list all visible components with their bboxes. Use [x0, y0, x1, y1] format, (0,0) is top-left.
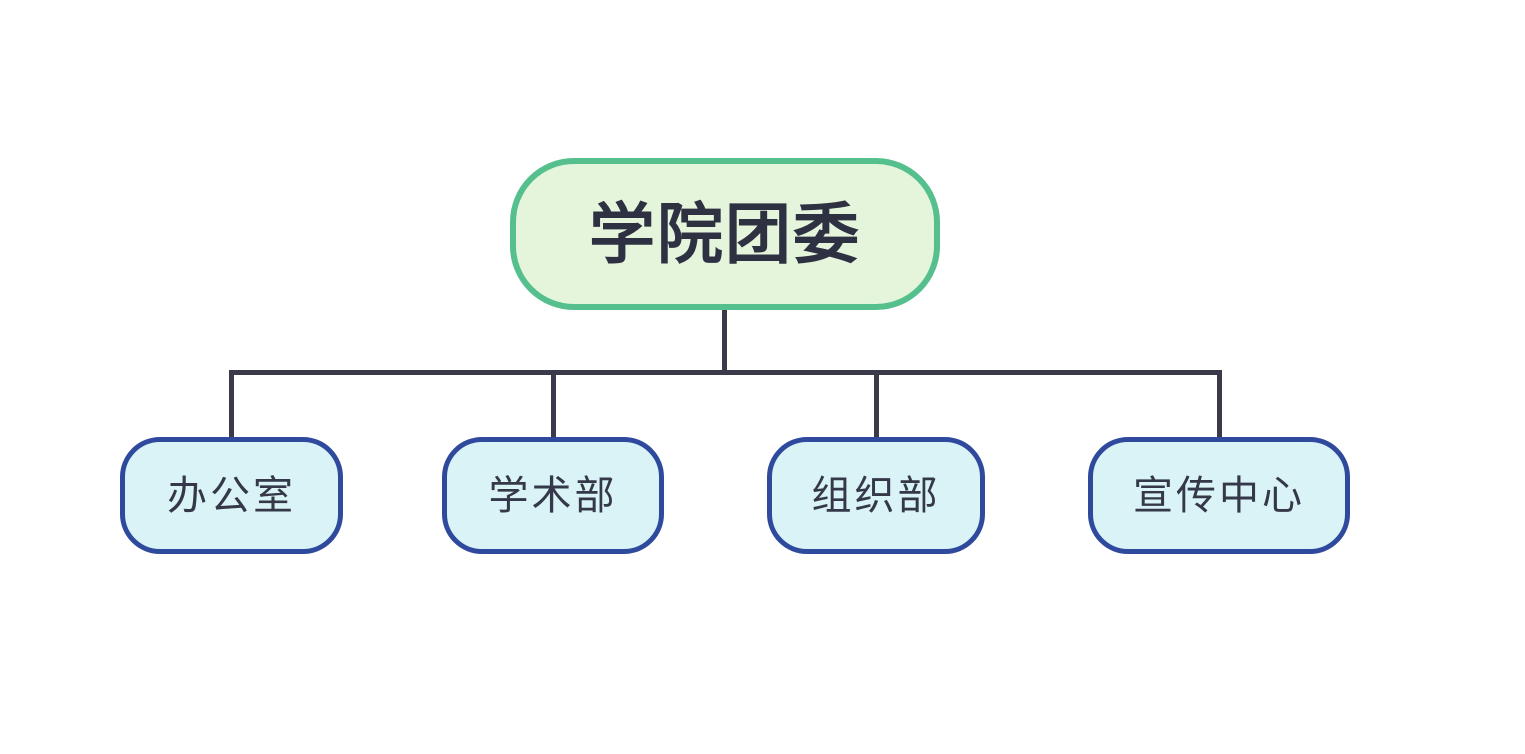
child-node-academic-label: 学术部 [488, 472, 618, 519]
connector-drop-organization [874, 373, 879, 439]
child-node-office[interactable]: 办公室 [120, 437, 343, 554]
child-node-publicity-label: 宣传中心 [1133, 472, 1305, 519]
child-node-office-label: 办公室 [167, 472, 296, 519]
connector-root-stem [722, 308, 727, 372]
connector-drop-publicity [1217, 373, 1222, 439]
root-node-label: 学院团委 [589, 195, 861, 273]
root-node[interactable]: 学院团委 [510, 158, 940, 310]
connector-drop-academic [551, 373, 556, 439]
child-node-organization[interactable]: 组织部 [767, 437, 985, 554]
child-node-academic[interactable]: 学术部 [442, 437, 664, 554]
connector-drop-office [229, 373, 234, 439]
child-node-organization-label: 组织部 [811, 472, 941, 519]
child-node-publicity[interactable]: 宣传中心 [1088, 437, 1350, 554]
connector-bus-line [229, 370, 1222, 375]
